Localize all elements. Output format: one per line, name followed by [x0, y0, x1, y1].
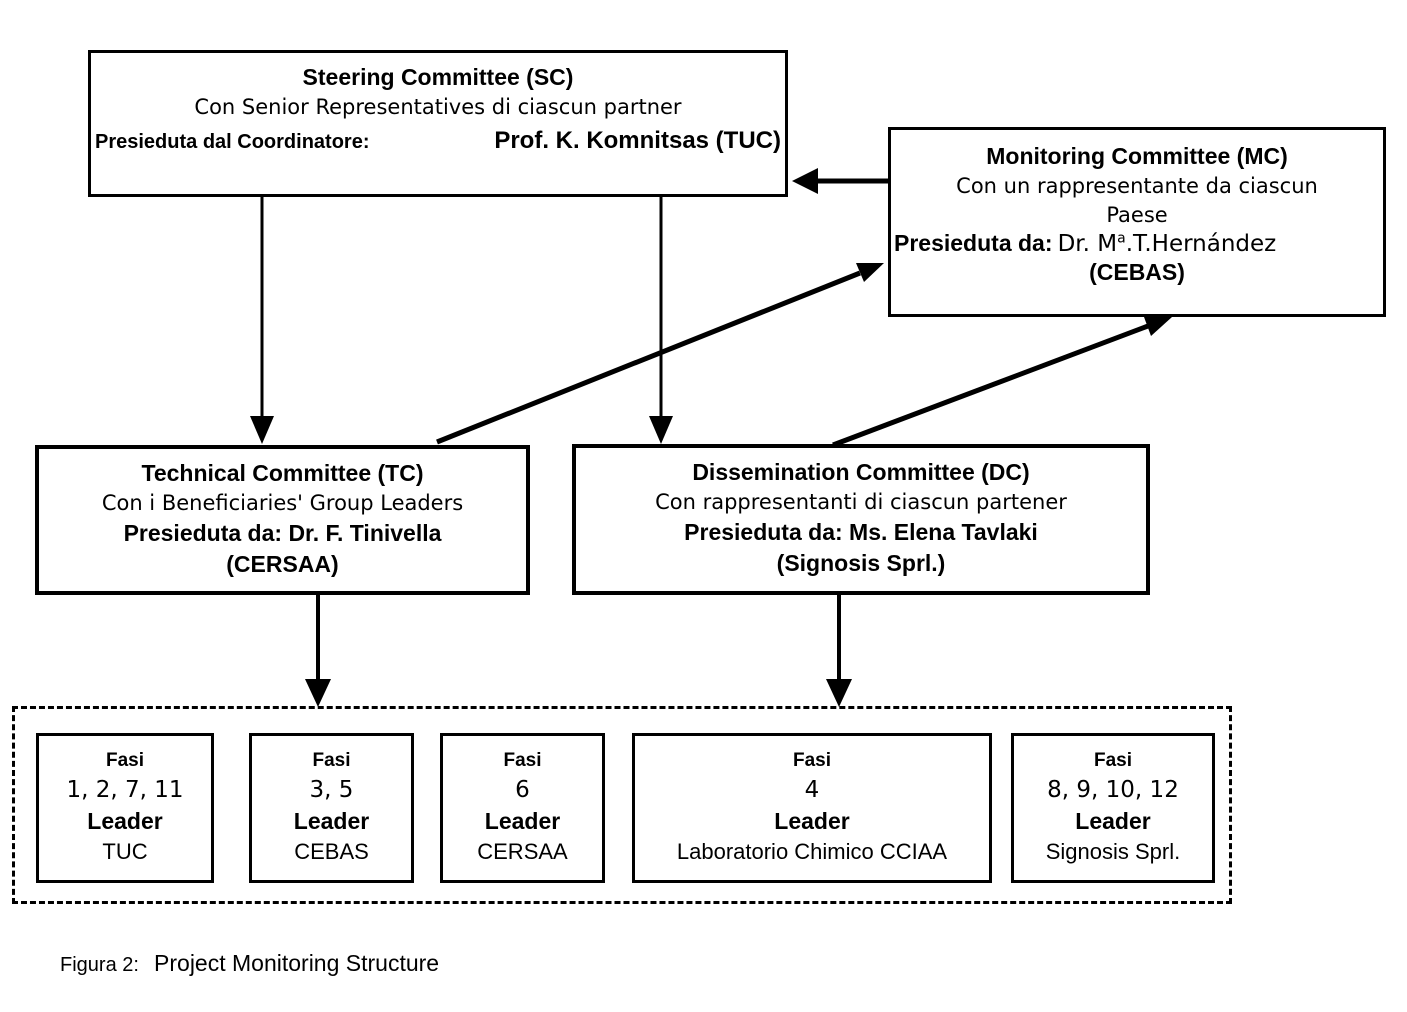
arrow-mc-to-sc — [792, 168, 888, 194]
steering-committee-box: Steering Committee (SC) Con Senior Repre… — [88, 50, 788, 197]
monitoring-chair-label: Presieduta da: — [894, 230, 1053, 256]
leader-label: Leader — [484, 808, 561, 834]
leader-name: CERSAA — [477, 839, 568, 864]
fasi-label: Fasi — [503, 750, 542, 771]
arrow-sc-to-dc — [649, 196, 673, 444]
steering-committee-chair-row: Presieduta dal Coordinatore: Prof. K. Ko… — [91, 127, 785, 155]
technical-chair-org: (CERSAA) — [226, 551, 339, 577]
technical-committee-title: Technical Committee (TC) — [141, 460, 424, 486]
dissemination-chair-org: (Signosis Sprl.) — [776, 550, 946, 576]
monitoring-committee-box: Monitoring Committee (MC) Con un rappres… — [888, 127, 1386, 317]
dissemination-committee-subtitle: Con rappresentanti di ciascun partener — [655, 490, 1067, 514]
arrow-tc-to-phases — [305, 595, 331, 707]
leader-label: Leader — [1075, 808, 1151, 834]
steering-chair-name: Prof. K. Komnitsas (TUC) — [494, 127, 781, 154]
dissemination-chair-line: Presieduta da: Ms. Elena Tavlaki — [684, 519, 1038, 545]
monitoring-committee-chair-row: Presieduta da: Dr. Ma.T.Hernández — [891, 230, 1383, 257]
dissemination-committee-box: Dissemination Committee (DC) Con rappres… — [572, 444, 1150, 595]
phase-group-box-cebas: Fasi 3, 5 Leader CEBAS — [249, 733, 414, 883]
fasi-label: Fasi — [105, 750, 145, 771]
figure-caption: Figura 2: Project Monitoring Structure — [60, 950, 439, 977]
dissemination-committee-title: Dissemination Committee (DC) — [692, 459, 1030, 485]
monitoring-chair-name-superscript: a — [1117, 230, 1126, 247]
steering-committee-title: Steering Committee (SC) — [302, 64, 574, 90]
monitoring-chair-name-suffix: .T.Hernández — [1125, 231, 1277, 257]
fasi-values: 8, 9, 10, 12 — [1047, 777, 1179, 803]
arrow-dc-to-mc — [832, 317, 1172, 448]
monitoring-chair-org: (CEBAS) — [1089, 259, 1185, 285]
leader-name: TUC — [102, 839, 148, 864]
fasi-values: 3, 5 — [309, 777, 354, 803]
fasi-values: 1, 2, 7, 11 — [66, 777, 184, 803]
technical-committee-subtitle: Con i Beneficiaries' Group Leaders — [101, 491, 464, 515]
monitoring-committee-title: Monitoring Committee (MC) — [986, 143, 1288, 169]
technical-chair-line: Presieduta da: Dr. F. Tinivella — [123, 520, 442, 546]
phase-group-box-signosis: Fasi 8, 9, 10, 12 Leader Signosis Sprl. — [1011, 733, 1215, 883]
arrow-sc-to-tc — [250, 196, 274, 444]
phases-container: Fasi 1, 2, 7, 11 Leader TUC Fasi 3, 5 Le… — [12, 706, 1232, 904]
figure-caption-text: Project Monitoring Structure — [154, 950, 440, 976]
leader-label: Leader — [293, 808, 370, 834]
fasi-values: 4 — [804, 777, 820, 803]
fasi-values: 6 — [515, 777, 530, 803]
arrow-tc-to-mc — [436, 263, 884, 445]
leader-name: CEBAS — [294, 839, 369, 864]
leader-name: Laboratorio Chimico CCIAA — [676, 839, 948, 864]
leader-label: Leader — [774, 808, 850, 834]
steering-committee-subtitle: Con Senior Representatives di ciascun pa… — [194, 95, 682, 119]
fasi-label: Fasi — [1093, 750, 1133, 771]
leader-name: Signosis Sprl. — [1045, 839, 1181, 864]
phase-group-box-cersaa: Fasi 6 Leader CERSAA — [440, 733, 605, 883]
monitoring-committee-subtitle: Con un rappresentante da ciascun Paese — [956, 174, 1318, 227]
phase-group-box-laboratorio-chimico: Fasi 4 Leader Laboratorio Chimico CCIAA — [632, 733, 992, 883]
fasi-label: Fasi — [792, 750, 832, 771]
technical-committee-box: Technical Committee (TC) Con i Beneficia… — [35, 445, 530, 595]
monitoring-chair-name-prefix: Dr. M — [1057, 231, 1118, 257]
leader-label: Leader — [87, 808, 163, 834]
steering-chair-label: Presieduta dal Coordinatore: — [95, 131, 370, 153]
phase-group-box-tuc: Fasi 1, 2, 7, 11 Leader TUC — [36, 733, 214, 883]
fasi-label: Fasi — [312, 750, 351, 771]
figure-caption-label: Figura 2: — [60, 954, 139, 976]
arrow-dc-to-phases — [826, 595, 852, 707]
monitoring-chair-name: Dr. Ma.T.Hernández — [1057, 230, 1277, 257]
